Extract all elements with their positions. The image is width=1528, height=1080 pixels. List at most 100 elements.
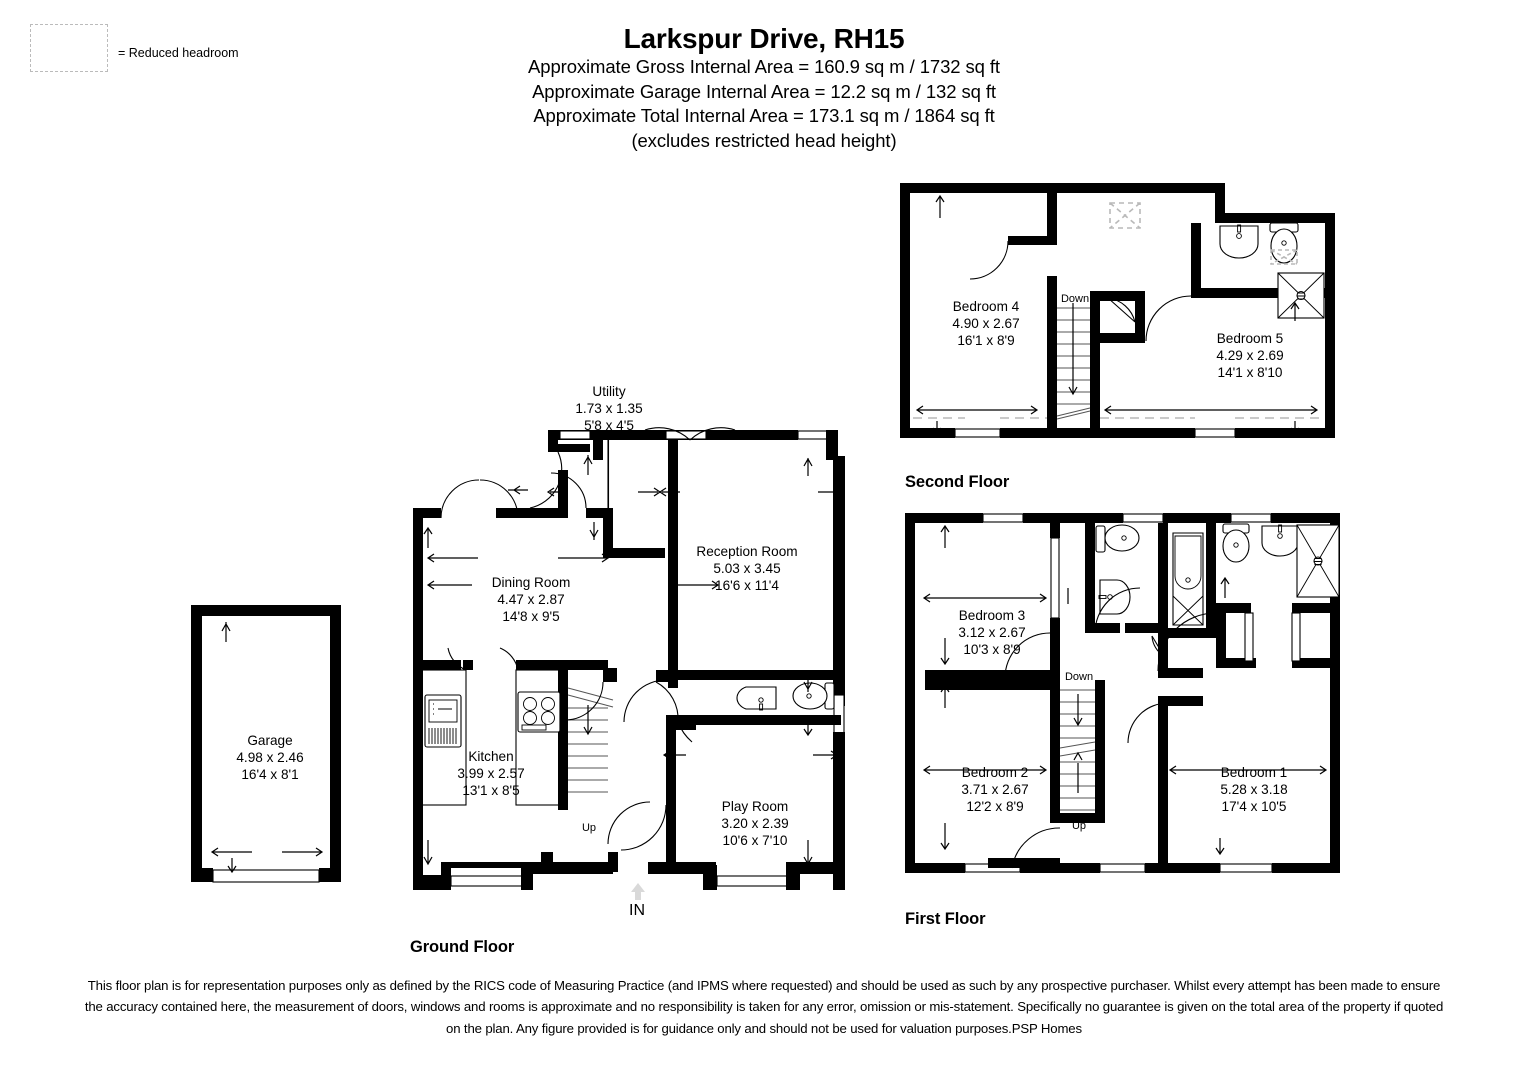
total-internal-area: Approximate Total Internal Area = 173.1 … <box>533 105 995 127</box>
legend-label: = Reduced headroom <box>118 46 239 60</box>
toilet-icon <box>1269 222 1299 265</box>
room-dim-metric: 1.73 x 1.35 <box>575 401 643 417</box>
second-floor-label: Second Floor <box>905 473 1010 491</box>
room-name: Bedroom 2 <box>961 765 1029 780</box>
garage-door <box>212 869 320 883</box>
window <box>1194 428 1236 438</box>
door-leaf <box>1151 635 1165 657</box>
window <box>665 430 707 440</box>
toilet-icon <box>1095 524 1140 553</box>
room-dim-imperial: 16'1 x 8'9 <box>957 333 1015 349</box>
basin-icon <box>1098 579 1131 615</box>
stair-up-label-ground: Up <box>581 822 597 834</box>
entrance-label: IN <box>629 902 645 919</box>
window <box>1099 863 1146 873</box>
first-floor-plan <box>900 508 1350 898</box>
door-swing <box>447 647 467 671</box>
garage-plan <box>186 600 356 890</box>
stair-up-arrow <box>1073 751 1083 793</box>
room-dim-imperial: 16'6 x 11'4 <box>715 578 779 594</box>
room-dim-imperial: 12'2 x 8'9 <box>966 799 1024 815</box>
wardrobe <box>1291 612 1301 662</box>
door-swing <box>529 451 563 509</box>
room-name: Bedroom 1 <box>1220 765 1288 780</box>
stair-down-arrow <box>1073 694 1083 727</box>
room-kitchen: Kitchen 3.99 x 2.57 13'1 x 8'5 <box>457 748 524 799</box>
room-dim-metric: 5.03 x 3.45 <box>713 561 781 577</box>
room-dim-imperial: 5'8 x 4'5 <box>584 418 634 434</box>
room-dim-metric: 3.12 x 2.67 <box>958 625 1026 641</box>
room-dim-metric: 5.28 x 3.18 <box>1220 782 1288 798</box>
room-dim-metric: 4.98 x 2.46 <box>236 750 304 766</box>
door-swing <box>1151 635 1165 657</box>
staircase <box>567 687 614 793</box>
window <box>1219 863 1273 873</box>
ground-floor-plan <box>408 420 848 920</box>
door-swing <box>1107 297 1136 323</box>
door-swing <box>689 427 736 441</box>
room-bedroom-3: Bedroom 3 3.12 x 2.67 10'3 x 8'9 <box>958 607 1025 658</box>
ground-floor-label: Ground Floor <box>410 938 515 956</box>
room-reception: Reception Room 5.03 x 3.45 16'6 x 11'4 <box>696 543 797 594</box>
door-swing <box>440 479 480 519</box>
area-note: (excludes restricted head height) <box>631 129 897 151</box>
basin-icon <box>1219 224 1259 259</box>
room-bedroom-5: Bedroom 5 4.29 x 2.69 14'1 x 8'10 <box>1216 330 1283 381</box>
door-swing <box>1004 632 1051 679</box>
page-title: Larkspur Drive, RH15 <box>623 23 905 54</box>
stair-down-label-second: Down <box>1060 293 1090 305</box>
room-dim-imperial: 14'8 x 9'5 <box>502 609 560 625</box>
room-bedroom-2: Bedroom 2 3.71 x 2.67 12'2 x 8'9 <box>961 764 1028 815</box>
room-dim-imperial: 10'3 x 8'9 <box>963 642 1021 658</box>
room-name: Kitchen <box>468 749 514 764</box>
shower-icon <box>1277 272 1325 319</box>
door-swing <box>479 479 519 519</box>
door-swing <box>1094 587 1141 634</box>
window <box>1230 513 1272 523</box>
window <box>559 430 591 440</box>
stair-up-label-first: Up <box>1071 820 1087 832</box>
plan-header: Larkspur Drive, RH15 Approximate Gross I… <box>0 22 1528 153</box>
sink-icon <box>424 694 462 748</box>
wardrobe <box>1244 612 1254 662</box>
room-name: Bedroom 5 <box>1216 331 1284 346</box>
legend: = Reduced headroom <box>30 24 290 74</box>
room-name: Reception Room <box>696 544 798 559</box>
door-swing <box>655 681 693 743</box>
room-dim-imperial: 10'6 x 7'10 <box>722 833 788 849</box>
room-name: Utility <box>592 384 626 399</box>
window <box>1122 513 1164 523</box>
room-dining: Dining Room 4.47 x 2.87 14'8 x 9'5 <box>492 574 571 625</box>
room-garage: Garage 4.98 x 2.46 16'4 x 8'1 <box>236 732 303 783</box>
room-name: Play Room <box>721 799 789 814</box>
room-dim-metric: 4.29 x 2.69 <box>1216 348 1284 364</box>
room-bedroom-1: Bedroom 1 5.28 x 3.18 17'4 x 10'5 <box>1220 764 1287 815</box>
room-name: Bedroom 3 <box>958 608 1026 623</box>
entrance-arrow-icon <box>626 880 650 902</box>
disclaimer-text: This floor plan is for representation pu… <box>84 978 1444 1036</box>
hob-icon <box>517 691 561 733</box>
door-swing <box>1145 295 1192 342</box>
room-name: Dining Room <box>491 575 571 590</box>
kitchen-counter <box>421 669 467 806</box>
door-swing <box>1157 612 1217 672</box>
gross-internal-area: Approximate Gross Internal Area = 160.9 … <box>528 56 1000 78</box>
second-floor-plan <box>895 178 1345 448</box>
bath-icon <box>1172 532 1204 626</box>
door-swing <box>623 679 667 723</box>
basin-icon <box>736 686 777 711</box>
window <box>716 875 790 887</box>
door-swing <box>1011 827 1061 869</box>
room-name: Bedroom 4 <box>952 299 1020 314</box>
room-dim-imperial: 13'1 x 8'5 <box>462 783 520 799</box>
window <box>450 875 524 887</box>
basin-icon <box>1261 524 1299 557</box>
door-swing <box>644 427 691 441</box>
wardrobe <box>1050 537 1060 619</box>
garage-internal-area: Approximate Garage Internal Area = 12.2 … <box>532 80 996 102</box>
first-floor-label: First Floor <box>905 910 986 928</box>
stair-down-label-first: Down <box>1064 671 1094 683</box>
room-dim-metric: 4.47 x 2.87 <box>497 592 565 608</box>
kitchen-counter <box>515 669 561 806</box>
room-dim-metric: 3.71 x 2.67 <box>961 782 1029 798</box>
